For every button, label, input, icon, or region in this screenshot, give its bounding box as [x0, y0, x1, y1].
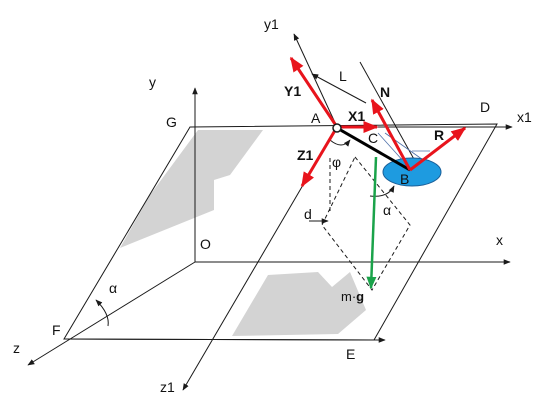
label-weight-mg-g: g	[356, 289, 364, 304]
f-e-bottom-edge-arrow	[63, 337, 386, 343]
force-mg	[366, 156, 378, 290]
label-point-a: A	[311, 110, 321, 126]
label-force-x1: X1	[348, 108, 365, 124]
rod-ab	[336, 126, 411, 172]
label-angle-phi: φ	[332, 154, 341, 170]
y1-axis	[293, 33, 338, 128]
label-z1-axis: z1	[160, 379, 175, 395]
label-l: L	[339, 68, 347, 84]
label-point-f: F	[52, 322, 61, 338]
label-angle-alpha-middle: α	[383, 202, 391, 218]
label-force-z1: Z1	[297, 147, 314, 163]
z-axis	[27, 261, 196, 366]
label-point-e: E	[346, 346, 355, 362]
shaded-region-upper	[120, 130, 263, 248]
force-y1	[289, 56, 339, 128]
swing-rhombus	[321, 156, 411, 291]
force-n	[370, 98, 412, 171]
force-z1	[300, 126, 339, 188]
disk-b	[382, 157, 442, 187]
force-r	[409, 126, 467, 172]
label-point-d: D	[480, 99, 490, 115]
label-force-r: R	[434, 127, 444, 143]
label-force-y1: Y1	[284, 83, 301, 99]
label-point-g: G	[166, 114, 177, 130]
label-origin-o: O	[200, 236, 211, 252]
alpha-arc-middle	[369, 185, 395, 197]
label-angle-alpha-left: α	[109, 280, 117, 296]
pivot-a	[332, 123, 342, 133]
alpha-arc-left	[95, 299, 109, 327]
blue-line-1	[377, 132, 406, 164]
label-distance-d: d	[304, 206, 312, 222]
label-weight-mg-prefix: m·	[341, 289, 356, 304]
guide-line	[359, 61, 421, 171]
shaded-region-lower	[232, 272, 366, 336]
label-point-c: C	[368, 130, 378, 146]
label-y-axis: y	[149, 74, 156, 90]
label-weight-mg: m·g	[341, 289, 364, 304]
label-point-b: B	[400, 171, 409, 187]
phi-arc	[329, 139, 351, 147]
label-y1-axis: y1	[264, 16, 279, 32]
label-force-n: N	[380, 84, 390, 100]
label-x1-axis: x1	[517, 109, 532, 125]
label-x-axis: x	[496, 232, 503, 248]
label-z-axis: z	[13, 340, 20, 356]
length-l-arrow	[311, 73, 367, 104]
